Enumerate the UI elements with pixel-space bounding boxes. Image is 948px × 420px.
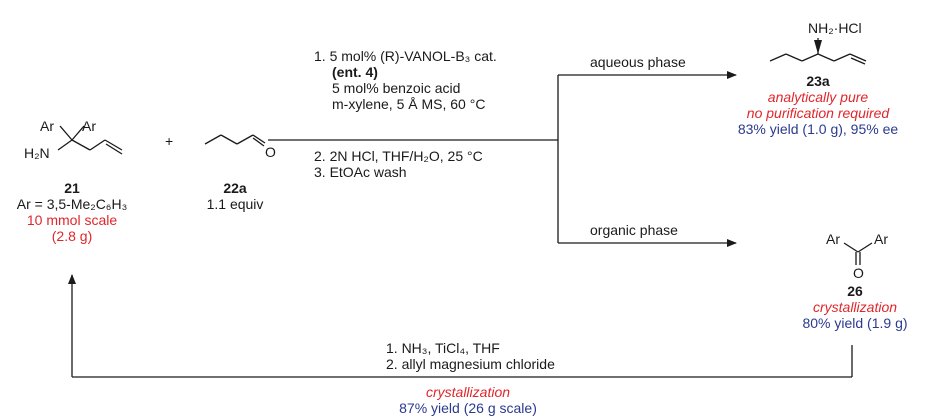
compound-21-ar1: Ar bbox=[40, 118, 54, 134]
compound-26-oxygen: O bbox=[853, 265, 864, 281]
compound-22a-equiv: 1.1 equiv bbox=[206, 196, 264, 212]
recycle-yield: 87% yield (26 g scale) bbox=[399, 400, 537, 416]
stereo-wedge bbox=[814, 40, 822, 54]
compound-26-note: crystallization bbox=[812, 299, 898, 315]
compound-26-structure bbox=[843, 242, 873, 265]
compound-22a-oxygen: O bbox=[265, 144, 276, 160]
organic-phase-label: organic phase bbox=[590, 222, 678, 238]
compound-23a-note-pure: analytically pure bbox=[767, 89, 869, 105]
compound-22a-structure bbox=[204, 134, 266, 147]
recycle-step-2: 2. allyl magnesium chloride bbox=[386, 356, 555, 372]
condition-additive: 5 mol% benzoic acid bbox=[332, 80, 461, 96]
plus-sign: + bbox=[165, 133, 174, 149]
compound-26-ar2: Ar bbox=[874, 231, 888, 247]
compound-23a-yield: 83% yield (1.0 g), 95% ee bbox=[737, 121, 899, 137]
compound-26-ar1: Ar bbox=[826, 231, 840, 247]
compound-26-yield: 80% yield (1.9 g) bbox=[802, 315, 908, 331]
compound-22a-id: 22a bbox=[223, 180, 247, 196]
condition-step-1: 1. 5 mol% (R)-VANOL-B₃ cat. bbox=[314, 48, 497, 64]
compound-26-id: 26 bbox=[847, 283, 863, 299]
aqueous-phase-label: aqueous phase bbox=[590, 54, 686, 70]
compound-21-ar2: Ar bbox=[82, 118, 96, 134]
condition-solvent: m-xylene, 5 Å MS, 60 °C bbox=[332, 96, 486, 112]
compound-21-id: 21 bbox=[64, 180, 80, 196]
compound-23a-salt: NH₂·HCl bbox=[808, 20, 862, 36]
recycle-note: crystallization bbox=[425, 384, 511, 400]
compound-23a-id: 23a bbox=[806, 73, 830, 89]
condition-step-2: 2. 2N HCl, THF/H₂O, 25 °C bbox=[314, 148, 483, 164]
compound-21-mass: (2.8 g) bbox=[51, 228, 93, 244]
condition-step-3: 3. EtOAc wash bbox=[314, 164, 407, 180]
compound-21-scale: 10 mmol scale bbox=[26, 212, 118, 228]
compound-21-ar-definition: Ar = 3,5-Me₂C₆H₃ bbox=[16, 196, 128, 212]
compound-21-structure bbox=[57, 125, 123, 155]
recycle-step-1: 1. NH₃, TiCl₄, THF bbox=[386, 340, 500, 356]
compound-23a-note-no-purification: no purification required bbox=[746, 105, 890, 121]
condition-catalyst-ref: (ent. 4) bbox=[332, 64, 378, 80]
compound-21-nh2: H₂N bbox=[24, 145, 50, 161]
